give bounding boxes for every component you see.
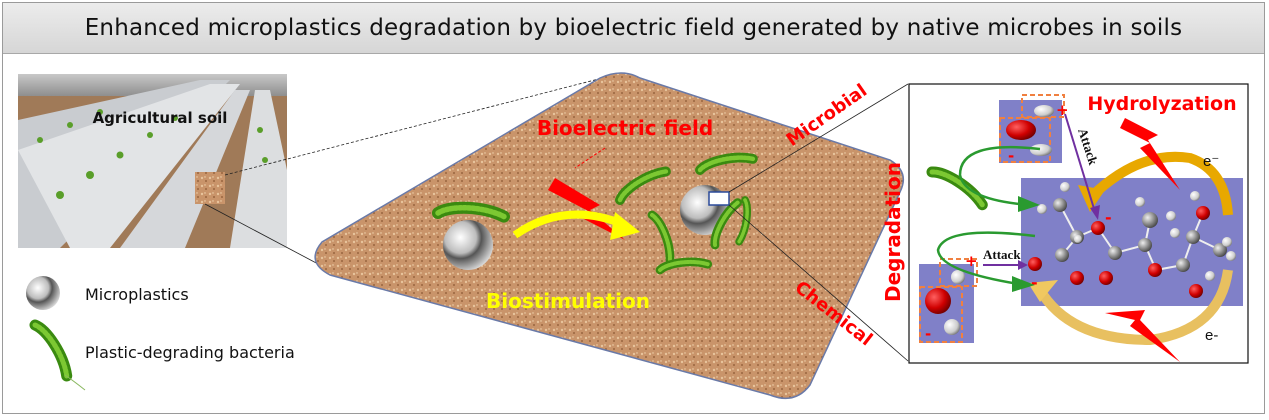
biostimulation-label: Biostimulation: [486, 289, 650, 313]
pointer-line: [574, 147, 606, 169]
agricultural-soil-label: Agricultural soil: [93, 109, 228, 127]
minus-charge: -: [1031, 273, 1038, 292]
lightning-bolt-icon: [548, 178, 625, 240]
connector-line: [224, 72, 623, 176]
lightning-bolt-icon: [1120, 118, 1180, 190]
plus-charge: +: [965, 252, 978, 270]
microbial-attack-arrow: [958, 145, 1041, 207]
hydrolyzation-label: Hydrolyzation: [1087, 93, 1236, 115]
minus-charge: -: [925, 325, 931, 343]
title-bar: Enhanced microplastics degradation by bi…: [3, 3, 1264, 54]
atoms: [1028, 182, 1236, 298]
connector-line: [728, 83, 909, 193]
water-molecule-bottom: + -: [919, 252, 978, 343]
agricultural-soil-photo: Agricultural soil: [18, 74, 287, 248]
legend-bacteria-label: Plastic-degrading bacteria: [85, 343, 295, 362]
attack-label: Attack: [983, 247, 1021, 262]
connector-line: [728, 204, 909, 362]
legend-microplastics-label: Microplastics: [85, 285, 189, 304]
soil-block: [314, 72, 905, 400]
attack-arrow: [1064, 113, 1096, 213]
zoom-region-box: [708, 191, 730, 206]
degradation-label: Degradation: [881, 162, 905, 302]
minus-charge: -: [1008, 147, 1014, 165]
bacteria-icon: [35, 321, 71, 377]
polymer-molecule-panel: [1021, 178, 1243, 306]
electron-label: e-: [1205, 327, 1218, 344]
figure-title: Enhanced microplastics degradation by bi…: [84, 15, 1183, 41]
biostimulation-arrow: [512, 210, 627, 239]
mechanism-panel: Hydrolyzation e⁻ e- - -: [908, 83, 1249, 364]
microbial-attack-arrow: [936, 231, 1036, 287]
electron-flow-arrow: [1088, 151, 1233, 216]
bioelectric-field-label: Bioelectric field: [537, 116, 713, 140]
minus-charge: -: [1105, 208, 1112, 227]
microplastic-sphere-icon: [26, 276, 60, 310]
electron-label: e⁻: [1203, 153, 1219, 170]
figure-frame: [2, 2, 1265, 414]
water-molecule-top: + -: [999, 94, 1069, 165]
microplastic-particle: [443, 220, 493, 270]
connector-line: [204, 203, 321, 266]
